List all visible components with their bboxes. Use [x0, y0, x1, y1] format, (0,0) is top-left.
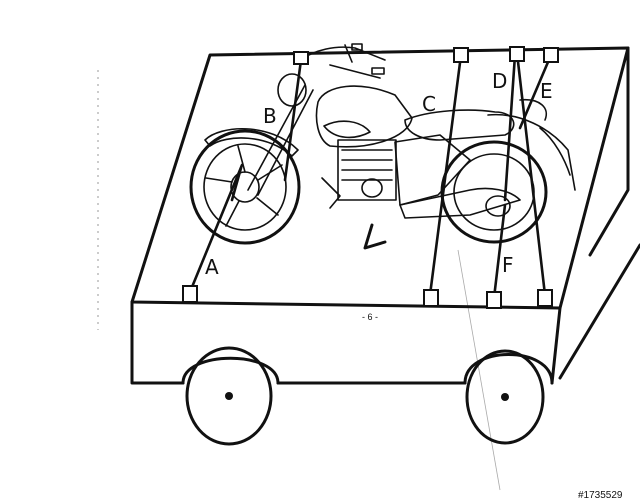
strap-a — [188, 163, 244, 294]
label-e: E — [540, 79, 553, 103]
label-c: C — [422, 92, 436, 116]
strap-labels: A B C D E F — [205, 69, 553, 279]
strap-d1 — [515, 51, 547, 297]
strap-c — [428, 53, 463, 297]
truck-wheel-left — [181, 346, 280, 446]
label-a: A — [205, 255, 219, 279]
strap-b — [283, 58, 303, 182]
strap-e — [518, 53, 553, 130]
label-f: F — [502, 253, 514, 277]
strap-hooks — [182, 46, 559, 309]
truck-side-panel — [130, 46, 640, 385]
strap-f — [492, 203, 507, 300]
engine — [337, 139, 397, 201]
truck-wheel-right — [463, 349, 554, 445]
watermark-id: #1735529 — [578, 490, 623, 501]
strap-d2 — [503, 53, 517, 202]
motorcycle — [189, 43, 576, 250]
label-b: B — [263, 104, 277, 128]
scan-artifacts — [97, 70, 501, 491]
label-d: D — [492, 69, 507, 93]
tie-down-straps — [188, 51, 553, 300]
page-number: - 6 - — [362, 312, 378, 322]
